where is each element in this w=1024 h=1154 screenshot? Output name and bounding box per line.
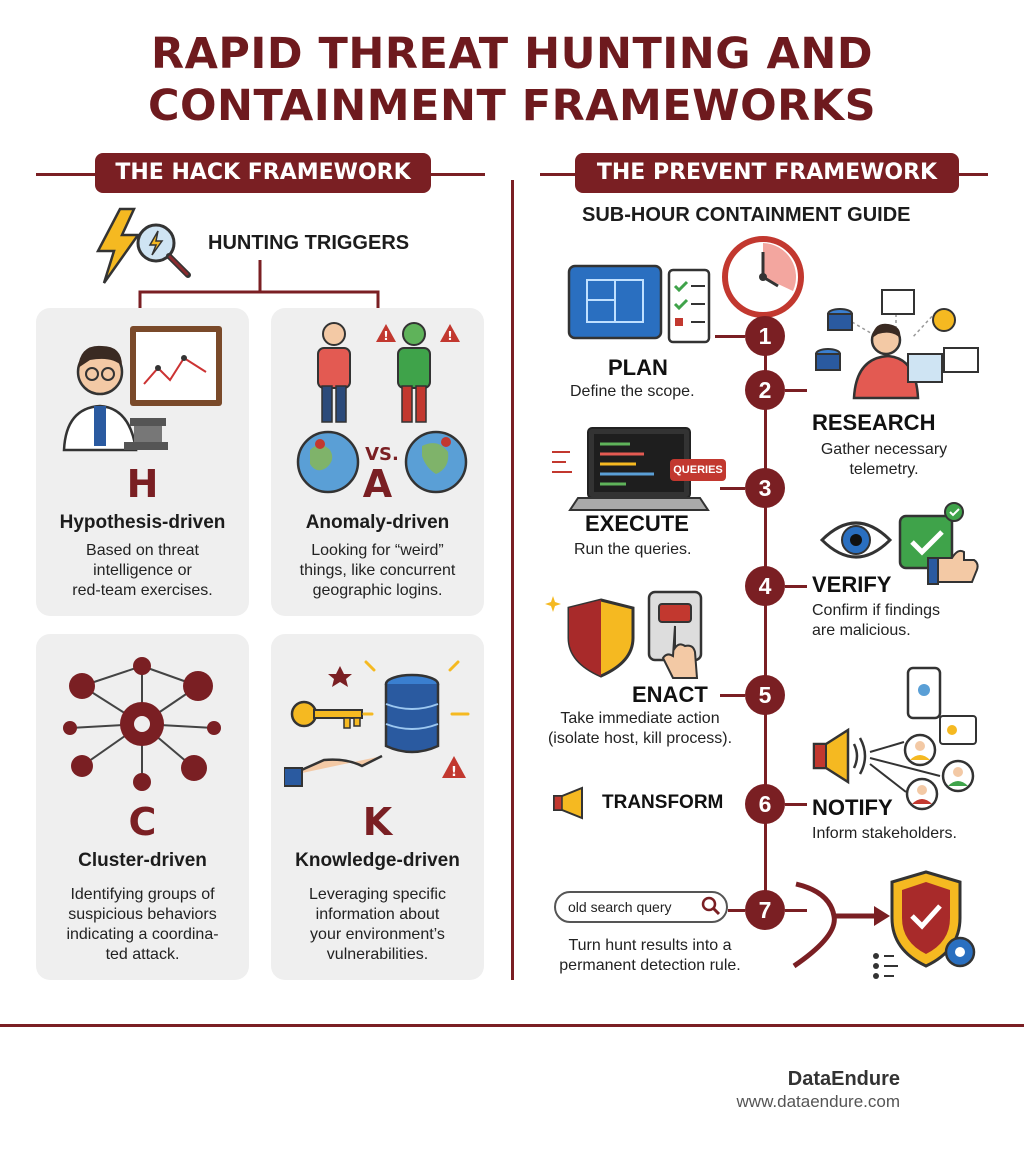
- prevent-heading: THE PREVENT FRAMEWORK: [575, 153, 959, 193]
- card-letter: C: [128, 800, 157, 844]
- megaphone-icon: [553, 786, 583, 820]
- eye-icon: [819, 502, 979, 585]
- scientist-icon: [62, 326, 222, 452]
- step-research-title: RESEARCH: [812, 410, 936, 435]
- step-transform-title: TRANSFORM: [602, 792, 724, 813]
- connector: [785, 803, 807, 806]
- timeline-line: [764, 320, 767, 920]
- step-research-desc: Gather necessary telemetry.: [820, 441, 948, 478]
- step-enact-desc: Take immediate action (isolate host, kil…: [547, 710, 733, 747]
- card-description: Looking for “weird” things, like concurr…: [299, 542, 456, 599]
- blueprint-icon: [567, 264, 711, 344]
- step-1-marker: 1: [745, 316, 785, 356]
- page-title: RAPID THREAT HUNTING AND CONTAINMENT FRA…: [147, 29, 877, 131]
- card-title: Anomaly-driven: [305, 512, 450, 533]
- card-knowledge: [271, 634, 484, 980]
- analyst-icon: [815, 289, 979, 400]
- card-letter: A: [362, 462, 393, 506]
- footer-divider: [0, 1024, 1024, 1027]
- divider: [36, 173, 96, 176]
- people-icon: ! ! VS.: [296, 322, 468, 494]
- lightning-icon: [95, 207, 191, 284]
- step-2-marker: 2: [745, 370, 785, 410]
- step-plan-title: PLAN: [608, 355, 668, 380]
- step-notify-title: NOTIFY: [812, 795, 893, 820]
- search-query-text: old search query: [568, 899, 672, 915]
- card-description: Based on threat intelligence or red-team…: [72, 542, 213, 599]
- connector: [720, 487, 745, 490]
- step-3-marker: 3: [745, 468, 785, 508]
- step-transform-desc: Turn hunt results into a permanent detec…: [559, 937, 741, 974]
- brand-url[interactable]: www.dataendure.com: [736, 1092, 900, 1111]
- bracket-connector: [138, 260, 380, 308]
- database-icon: !: [284, 660, 470, 787]
- step-enact-title: ENACT: [632, 682, 708, 707]
- divider: [958, 173, 988, 176]
- hunting-triggers-label: HUNTING TRIGGERS: [208, 232, 410, 254]
- step-plan-desc: Define the scope.: [570, 383, 695, 400]
- connector: [720, 694, 745, 697]
- containment-guide-label: SUB-HOUR CONTAINMENT GUIDE: [582, 204, 911, 226]
- divider: [430, 173, 485, 176]
- step-execute-desc: Run the queries.: [574, 541, 692, 558]
- gear-network-icon: [63, 657, 221, 791]
- vs-label: VS.: [365, 444, 399, 465]
- svg-text:!: !: [383, 329, 388, 343]
- card-description: Identifying groups of suspicious behavio…: [66, 886, 219, 963]
- step-4-marker: 4: [745, 566, 785, 606]
- card-letter: H: [126, 462, 159, 506]
- connector: [785, 909, 807, 912]
- shield-check-icon: [792, 870, 976, 979]
- step-verify-title: VERIFY: [812, 572, 892, 597]
- step-7-marker: 7: [745, 890, 785, 930]
- search-icon[interactable]: [698, 893, 724, 919]
- step-verify-desc: Confirm if findings are malicious.: [812, 602, 941, 639]
- card-title: Knowledge-driven: [295, 850, 460, 871]
- connector: [715, 335, 745, 338]
- brand-name: DataEndure: [787, 1068, 900, 1090]
- card-title: Hypothesis-driven: [59, 512, 226, 533]
- connector: [728, 909, 745, 912]
- shield-icon: [545, 590, 703, 679]
- clock-icon: [722, 236, 804, 318]
- connector: [785, 389, 807, 392]
- connector: [785, 585, 807, 588]
- column-divider: [511, 180, 514, 980]
- laptop-icon: [552, 427, 710, 511]
- card-letter: K: [362, 800, 393, 844]
- svg-text:!: !: [451, 765, 457, 780]
- step-5-marker: 5: [745, 675, 785, 715]
- contacts-icon: [812, 666, 977, 811]
- queries-tag: QUERIES: [670, 459, 726, 481]
- divider: [540, 173, 576, 176]
- hack-heading: THE HACK FRAMEWORK: [95, 153, 431, 193]
- card-title: Cluster-driven: [78, 850, 207, 871]
- search-input[interactable]: old search query: [554, 891, 728, 923]
- card-description: Leveraging specific information about yo…: [309, 886, 446, 963]
- step-execute-title: EXECUTE: [585, 511, 689, 536]
- svg-text:!: !: [447, 329, 452, 343]
- step-notify-desc: Inform stakeholders.: [812, 825, 957, 842]
- step-6-marker: 6: [745, 784, 785, 824]
